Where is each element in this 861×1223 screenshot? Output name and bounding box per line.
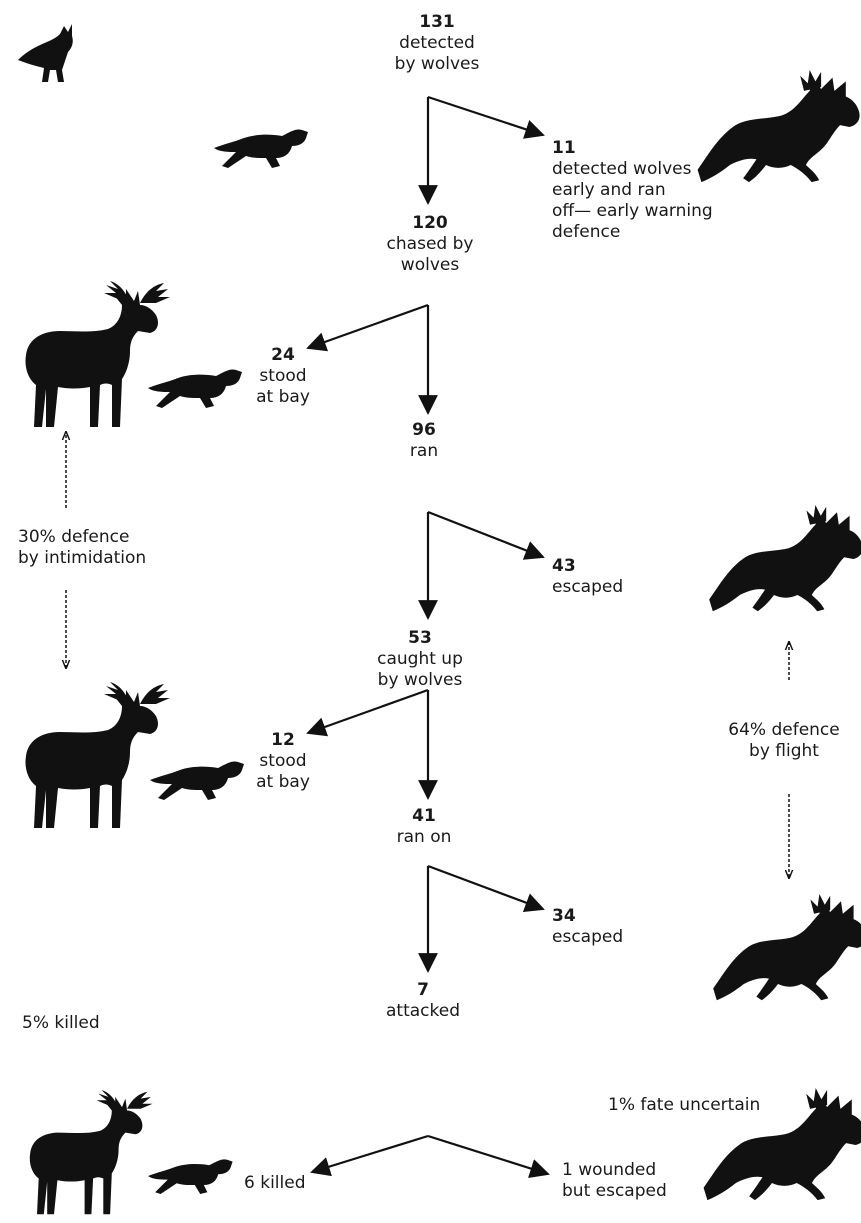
node-detected: 131 detected by wolves xyxy=(395,12,480,75)
node-text: 1 wounded xyxy=(562,1160,657,1180)
node-text: 6 killed xyxy=(244,1173,306,1193)
running-wolf-icon xyxy=(148,1159,233,1194)
node-text: detected xyxy=(399,33,475,53)
summary-uncertain: 1% fate uncertain xyxy=(608,1095,760,1116)
node-text: off— early warning xyxy=(552,201,713,221)
node-killed: 6 killed xyxy=(244,1173,305,1194)
node-count: 43 xyxy=(552,556,576,576)
moose-icon xyxy=(697,70,860,183)
summary-text: by intimidation xyxy=(18,548,147,568)
node-text: chased by xyxy=(386,234,474,254)
node-text: at bay xyxy=(256,772,310,792)
moose-icon xyxy=(709,505,861,612)
summary-flight: 64% defence by flight xyxy=(728,720,839,762)
running-wolf-icon xyxy=(150,761,244,800)
node-text: attacked xyxy=(385,1001,461,1021)
summary-text: by flight xyxy=(749,741,819,761)
node-text: by wolves xyxy=(394,54,480,74)
node-count: 120 xyxy=(412,213,448,233)
summary-text: 5% killed xyxy=(22,1013,100,1033)
moose-icon xyxy=(713,894,861,1001)
node-count: 96 xyxy=(412,420,436,440)
node-count: 12 xyxy=(271,730,295,750)
arrow-to-stood1 xyxy=(306,303,429,352)
running-wolf-icon xyxy=(148,369,242,408)
arrow-to-early-warning xyxy=(427,95,545,139)
node-count: 131 xyxy=(419,12,455,32)
node-stood-at-bay-1: 24 stood at bay xyxy=(256,345,310,408)
node-text: caught up xyxy=(377,649,463,669)
node-escaped-2: 34 escaped xyxy=(552,906,623,948)
node-count: 34 xyxy=(552,906,576,926)
node-text: wolves xyxy=(400,255,460,275)
node-text: early and ran xyxy=(552,180,666,200)
arrow-to-stood2 xyxy=(306,688,429,737)
node-text: ran xyxy=(409,441,439,461)
node-text: detected wolves xyxy=(552,159,692,179)
arrow-to-escaped2 xyxy=(427,864,545,913)
node-caught-up: 53 caught up by wolves xyxy=(377,628,463,691)
node-stood-at-bay-2: 12 stood at bay xyxy=(256,730,310,793)
node-text: stood xyxy=(259,751,307,771)
running-wolf-icon xyxy=(214,129,308,168)
node-text: escaped xyxy=(552,577,624,597)
node-text: defence xyxy=(552,222,621,242)
moose-icon xyxy=(25,281,171,427)
arrow-to-killed xyxy=(310,1134,429,1177)
node-text: ran on xyxy=(396,827,452,847)
node-chased: 120 chased by wolves xyxy=(387,213,474,276)
node-count: 11 xyxy=(552,138,576,158)
node-text: stood xyxy=(259,366,307,386)
moose-icon xyxy=(29,1090,153,1215)
node-count: 41 xyxy=(412,806,436,826)
node-text: at bay xyxy=(256,387,310,407)
node-text: escaped xyxy=(552,927,624,947)
node-count: 24 xyxy=(271,345,295,365)
flow-arrows xyxy=(66,95,789,1179)
node-ran: 96 ran xyxy=(410,420,438,462)
summary-text: 30% defence xyxy=(18,527,130,547)
node-wounded: 1 wounded but escaped xyxy=(562,1160,667,1202)
summary-intimidation: 30% defence by intimidation xyxy=(18,527,146,569)
node-text: but escaped xyxy=(562,1181,667,1201)
node-count: 53 xyxy=(408,628,432,648)
node-escaped-1: 43 escaped xyxy=(552,556,623,598)
summary-text: 1% fate uncertain xyxy=(608,1095,761,1115)
node-count: 7 xyxy=(417,980,429,1000)
node-text: by wolves xyxy=(377,670,463,690)
arrow-to-wounded xyxy=(427,1134,550,1179)
summary-killed: 5% killed xyxy=(22,1013,100,1034)
node-early-warning: 11 detected wolves early and ran off— ea… xyxy=(552,138,713,243)
moose-icon xyxy=(25,682,171,828)
arrow-to-escaped1 xyxy=(427,510,545,560)
node-attacked: 7 attacked xyxy=(386,980,460,1022)
node-ran-on: 41 ran on xyxy=(397,806,452,848)
summary-text: 64% defence xyxy=(728,720,840,740)
howling-wolf-icon xyxy=(18,24,73,82)
